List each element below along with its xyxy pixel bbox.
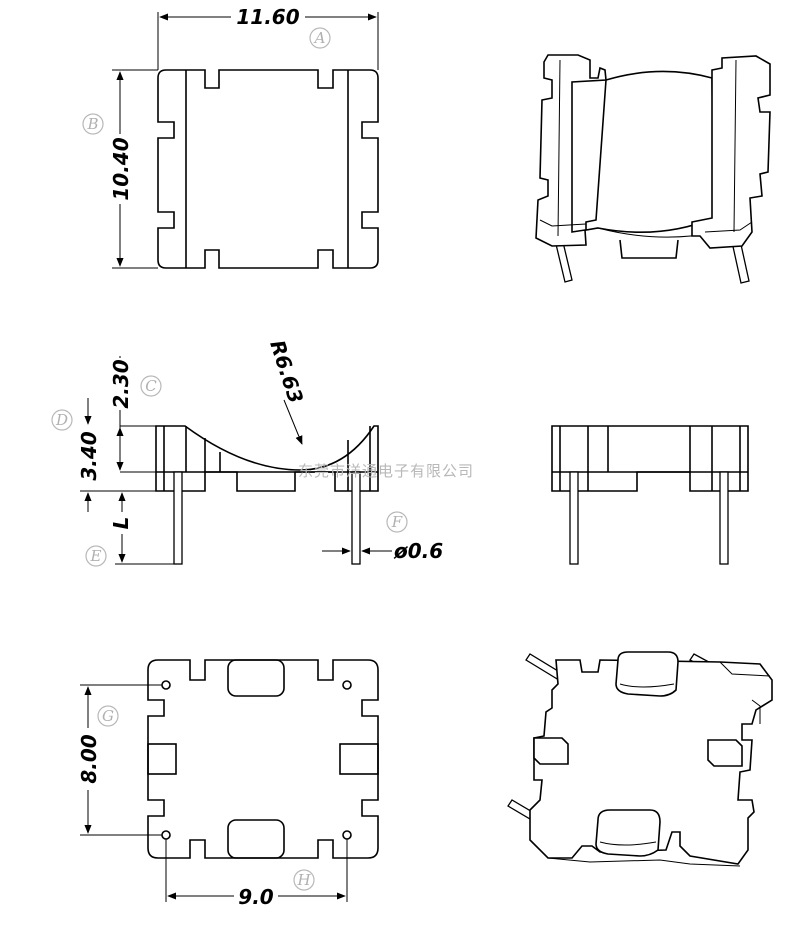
marker-d-circle (51, 409, 73, 431)
iso-top-right-edge (733, 59, 737, 233)
bottom-notch-right (339, 743, 379, 775)
pin-hole-tl (161, 680, 171, 690)
top-height-label: 2.30 (109, 359, 133, 408)
top-view-outline (157, 69, 379, 269)
marker-b: B (86, 115, 98, 133)
marker-h-circle (293, 869, 315, 891)
side-pin-left (173, 471, 183, 565)
bottom-notch-left (147, 743, 177, 775)
top-view: 11.60 10.40 A B (82, 5, 379, 269)
side-pin-right (351, 471, 361, 565)
radius-leader (283, 399, 303, 445)
marker-f: F (391, 513, 403, 531)
front-view-outline (551, 425, 749, 492)
pin-hole-tr (342, 680, 352, 690)
side-view-outline (155, 425, 379, 492)
marker-f-circle (386, 511, 408, 533)
marker-c: C (145, 377, 157, 395)
front-pin-left (569, 471, 579, 565)
marker-c-circle (140, 375, 162, 397)
iso-top-right-block (691, 55, 771, 249)
height-label-bg (108, 134, 132, 204)
iso-view-top (535, 54, 771, 284)
marker-a-circle (309, 27, 331, 49)
col-label-bg (234, 886, 278, 908)
front-view (551, 425, 749, 565)
radius-label: R6.63 (265, 337, 308, 406)
iso-view-bottom (507, 651, 773, 867)
iso-bot-pad-bottom-edge (599, 841, 657, 846)
body-height-bg (78, 428, 102, 484)
pin-row-spacing-label: 8.00 (77, 734, 101, 783)
iso-bot-block-left (533, 737, 569, 765)
marker-e-circle (85, 545, 107, 567)
bottom-view: 8.00 9.0 G H (76, 659, 379, 909)
pin-hole-bl (161, 830, 171, 840)
iso-top-left-edge (557, 59, 561, 237)
iso-bot-right-step (751, 699, 761, 724)
pin-diameter-label: ø0.6 (393, 539, 443, 563)
bottom-view-outline (147, 659, 379, 859)
top-height-bg (108, 358, 132, 410)
pin-length-label: L (109, 517, 133, 530)
marker-b-circle (82, 113, 104, 135)
marker-e: E (90, 547, 102, 565)
row-label-bg (76, 728, 100, 790)
iso-bot-top-right-edge (719, 661, 771, 677)
marker-d: D (55, 411, 68, 429)
iso-top-mid (585, 70, 715, 234)
pin-hole-br (342, 830, 352, 840)
width-label-bg (231, 5, 305, 27)
width-label: 11.60 (236, 5, 299, 29)
iso-top-left-step (539, 219, 587, 227)
marker-g: G (102, 707, 114, 725)
marker-h: H (296, 871, 311, 889)
height-label: 10.40 (109, 137, 133, 200)
pin-length-bg (110, 512, 132, 534)
marker-g-circle (97, 705, 119, 727)
iso-top-bottom-tab (619, 239, 679, 259)
front-pin-right (719, 471, 729, 565)
body-height-label: 3.40 (77, 431, 101, 480)
iso-bot-pad-bottom (595, 809, 661, 857)
side-view: R6.63 2.30 3.40 L ø0.6 C D E F (51, 337, 443, 567)
iso-top-left-block (535, 54, 607, 247)
iso-bot-pad-top-edge (619, 683, 675, 688)
bottom-pad-bottom (227, 819, 285, 859)
iso-bot-pad-top (615, 651, 679, 697)
iso-bot-bottom-edge (547, 857, 741, 867)
iso-top-right-step (704, 221, 753, 233)
watermark: 东莞市洋通电子有限公司 (298, 462, 474, 480)
marker-a: A (313, 29, 326, 47)
iso-bot-block-right (707, 739, 743, 767)
pin-col-spacing-label: 9.0 (238, 885, 274, 909)
bottom-pad-top (227, 659, 285, 697)
iso-bot-outline (529, 659, 773, 865)
